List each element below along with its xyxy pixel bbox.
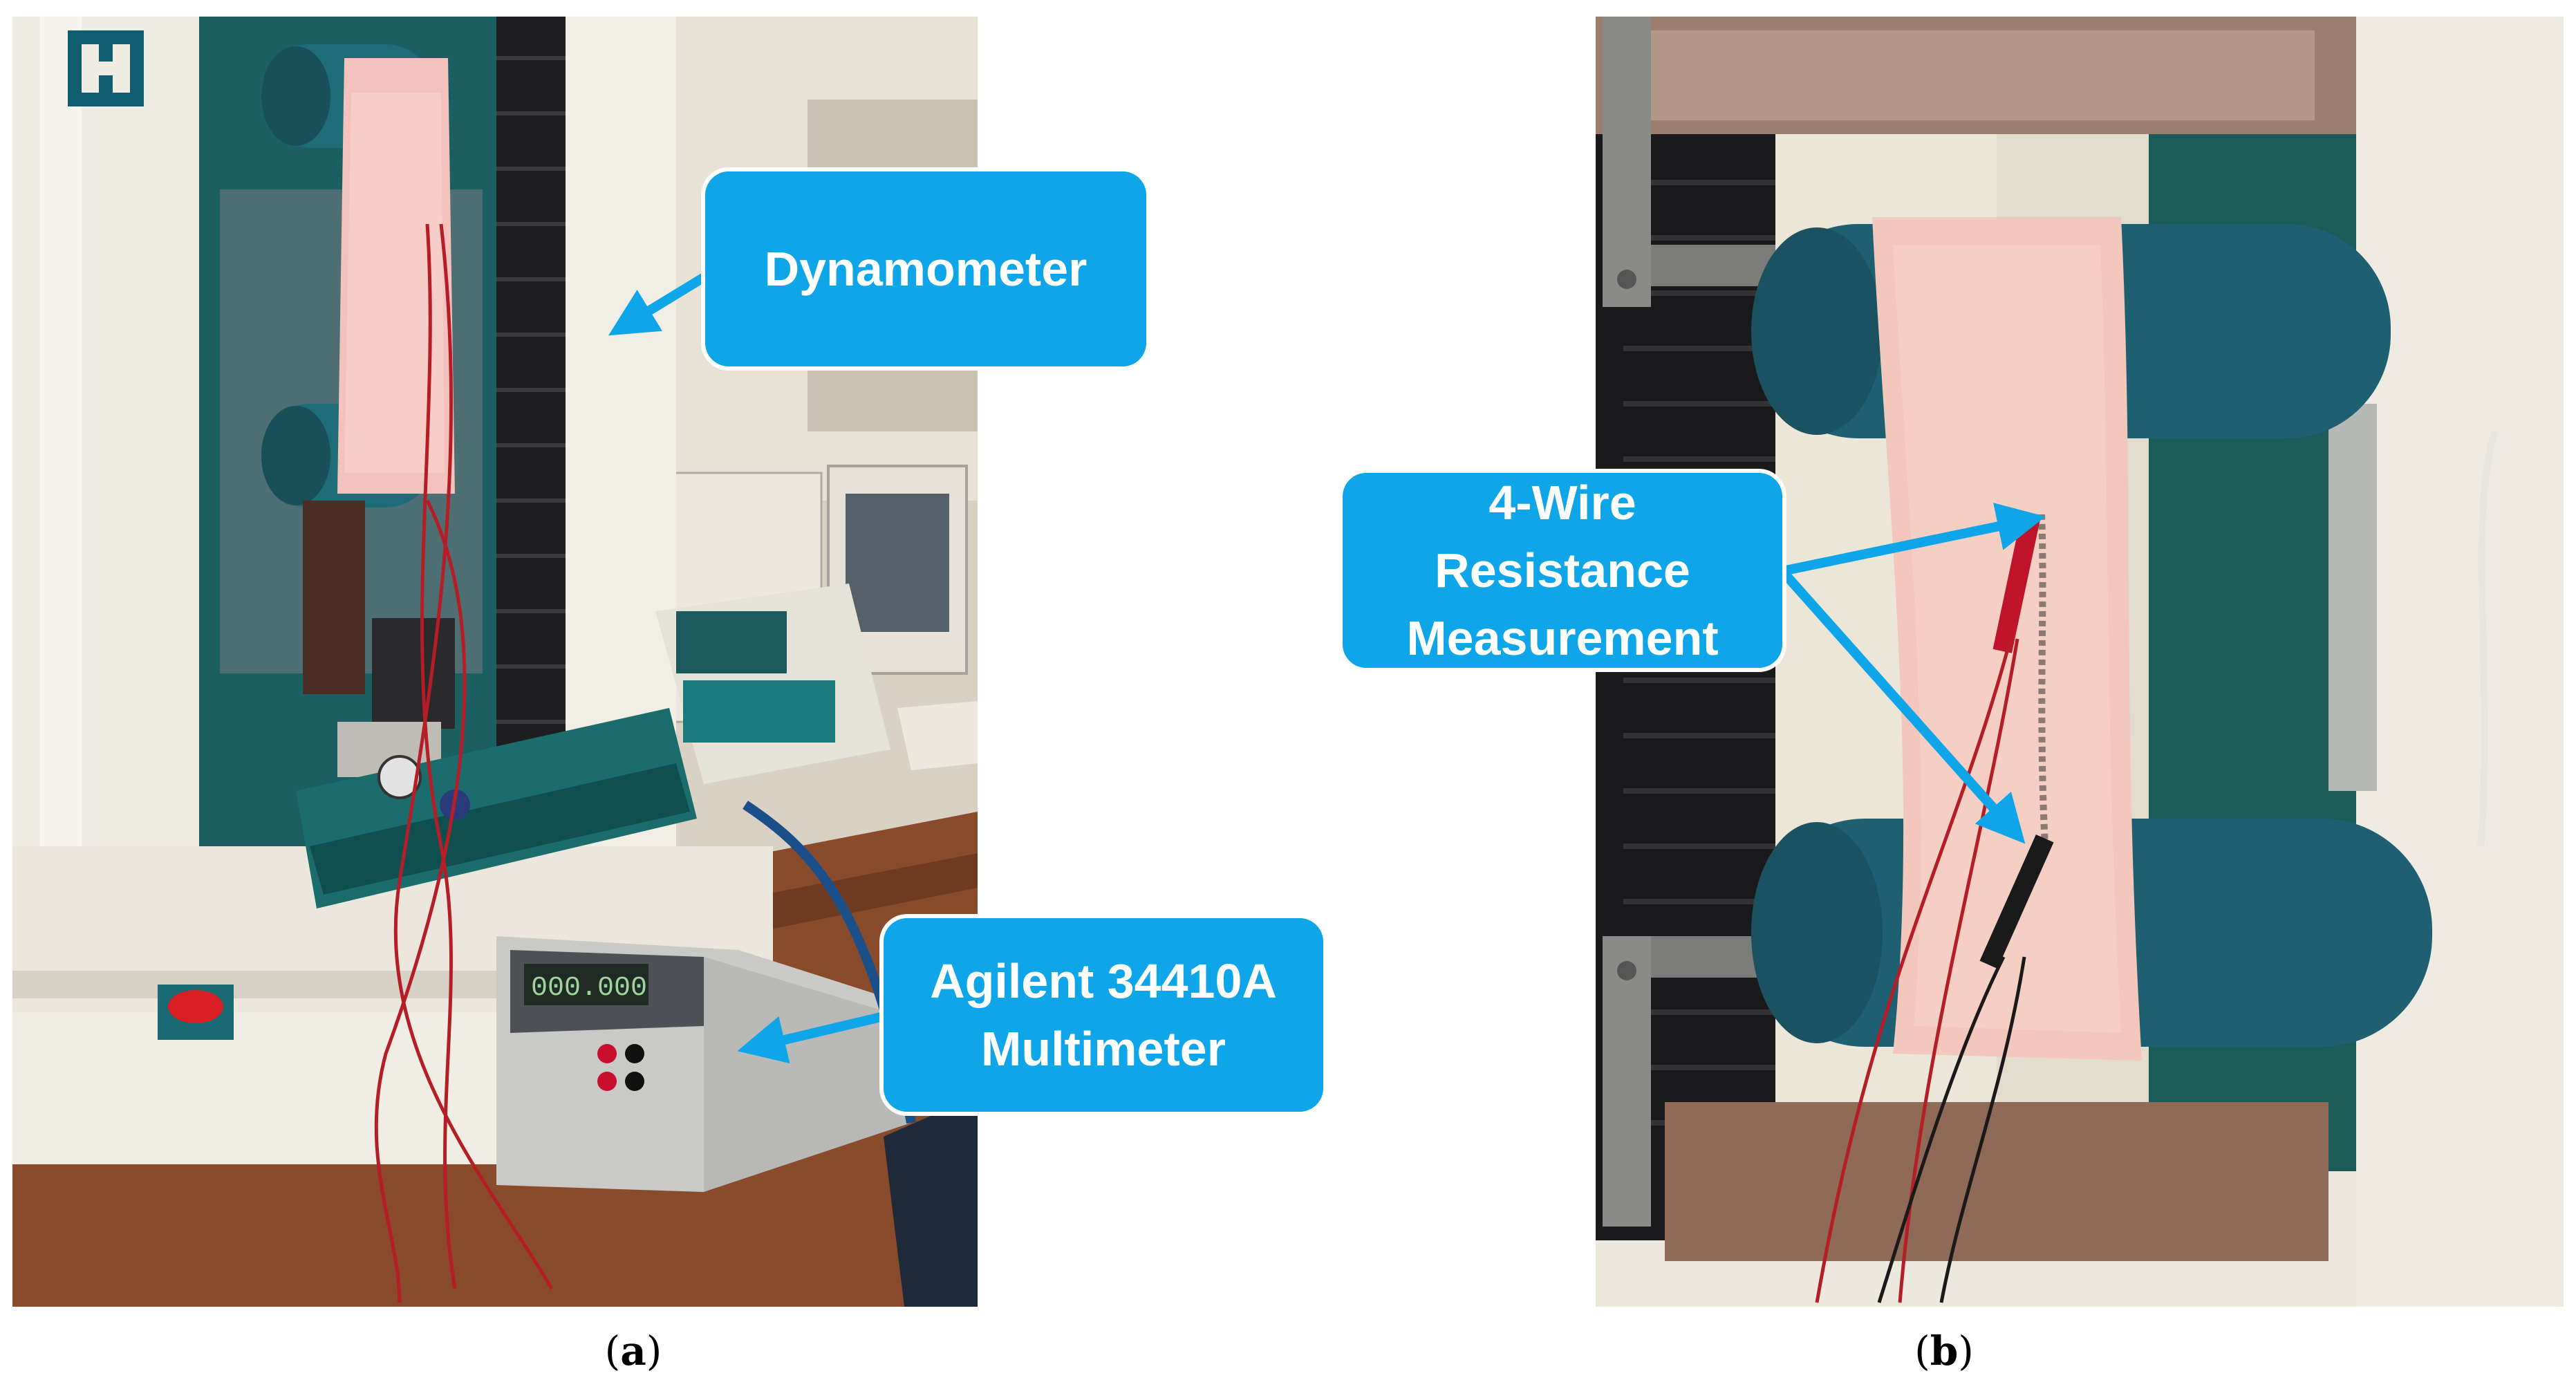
four-wire-callout: 4-Wire Resistance Measurement [1343,473,1782,668]
dynamometer-label: Dynamometer [764,242,1088,296]
four-wire-label-line2: Resistance [1435,543,1690,597]
photo-panel-b [1596,17,2564,1307]
caption-a: (a) [604,1327,662,1374]
caption-b: (b) [1914,1327,1974,1374]
multimeter-callout: Agilent 34410A Multimeter [884,918,1323,1112]
four-wire-label-line1: 4-Wire [1488,476,1636,530]
caption-a-letter: a [620,1327,646,1374]
panel-b-photo-illustration [1596,17,2564,1307]
multimeter-label-line1: Agilent 34410A [930,954,1277,1008]
four-wire-label-line3: Measurement [1406,611,1719,665]
dynamometer-callout: Dynamometer [705,171,1146,366]
svg-text:000.000: 000.000 [531,973,647,1004]
caption-b-letter: b [1930,1327,1959,1374]
multimeter-label-line2: Multimeter [981,1022,1226,1076]
